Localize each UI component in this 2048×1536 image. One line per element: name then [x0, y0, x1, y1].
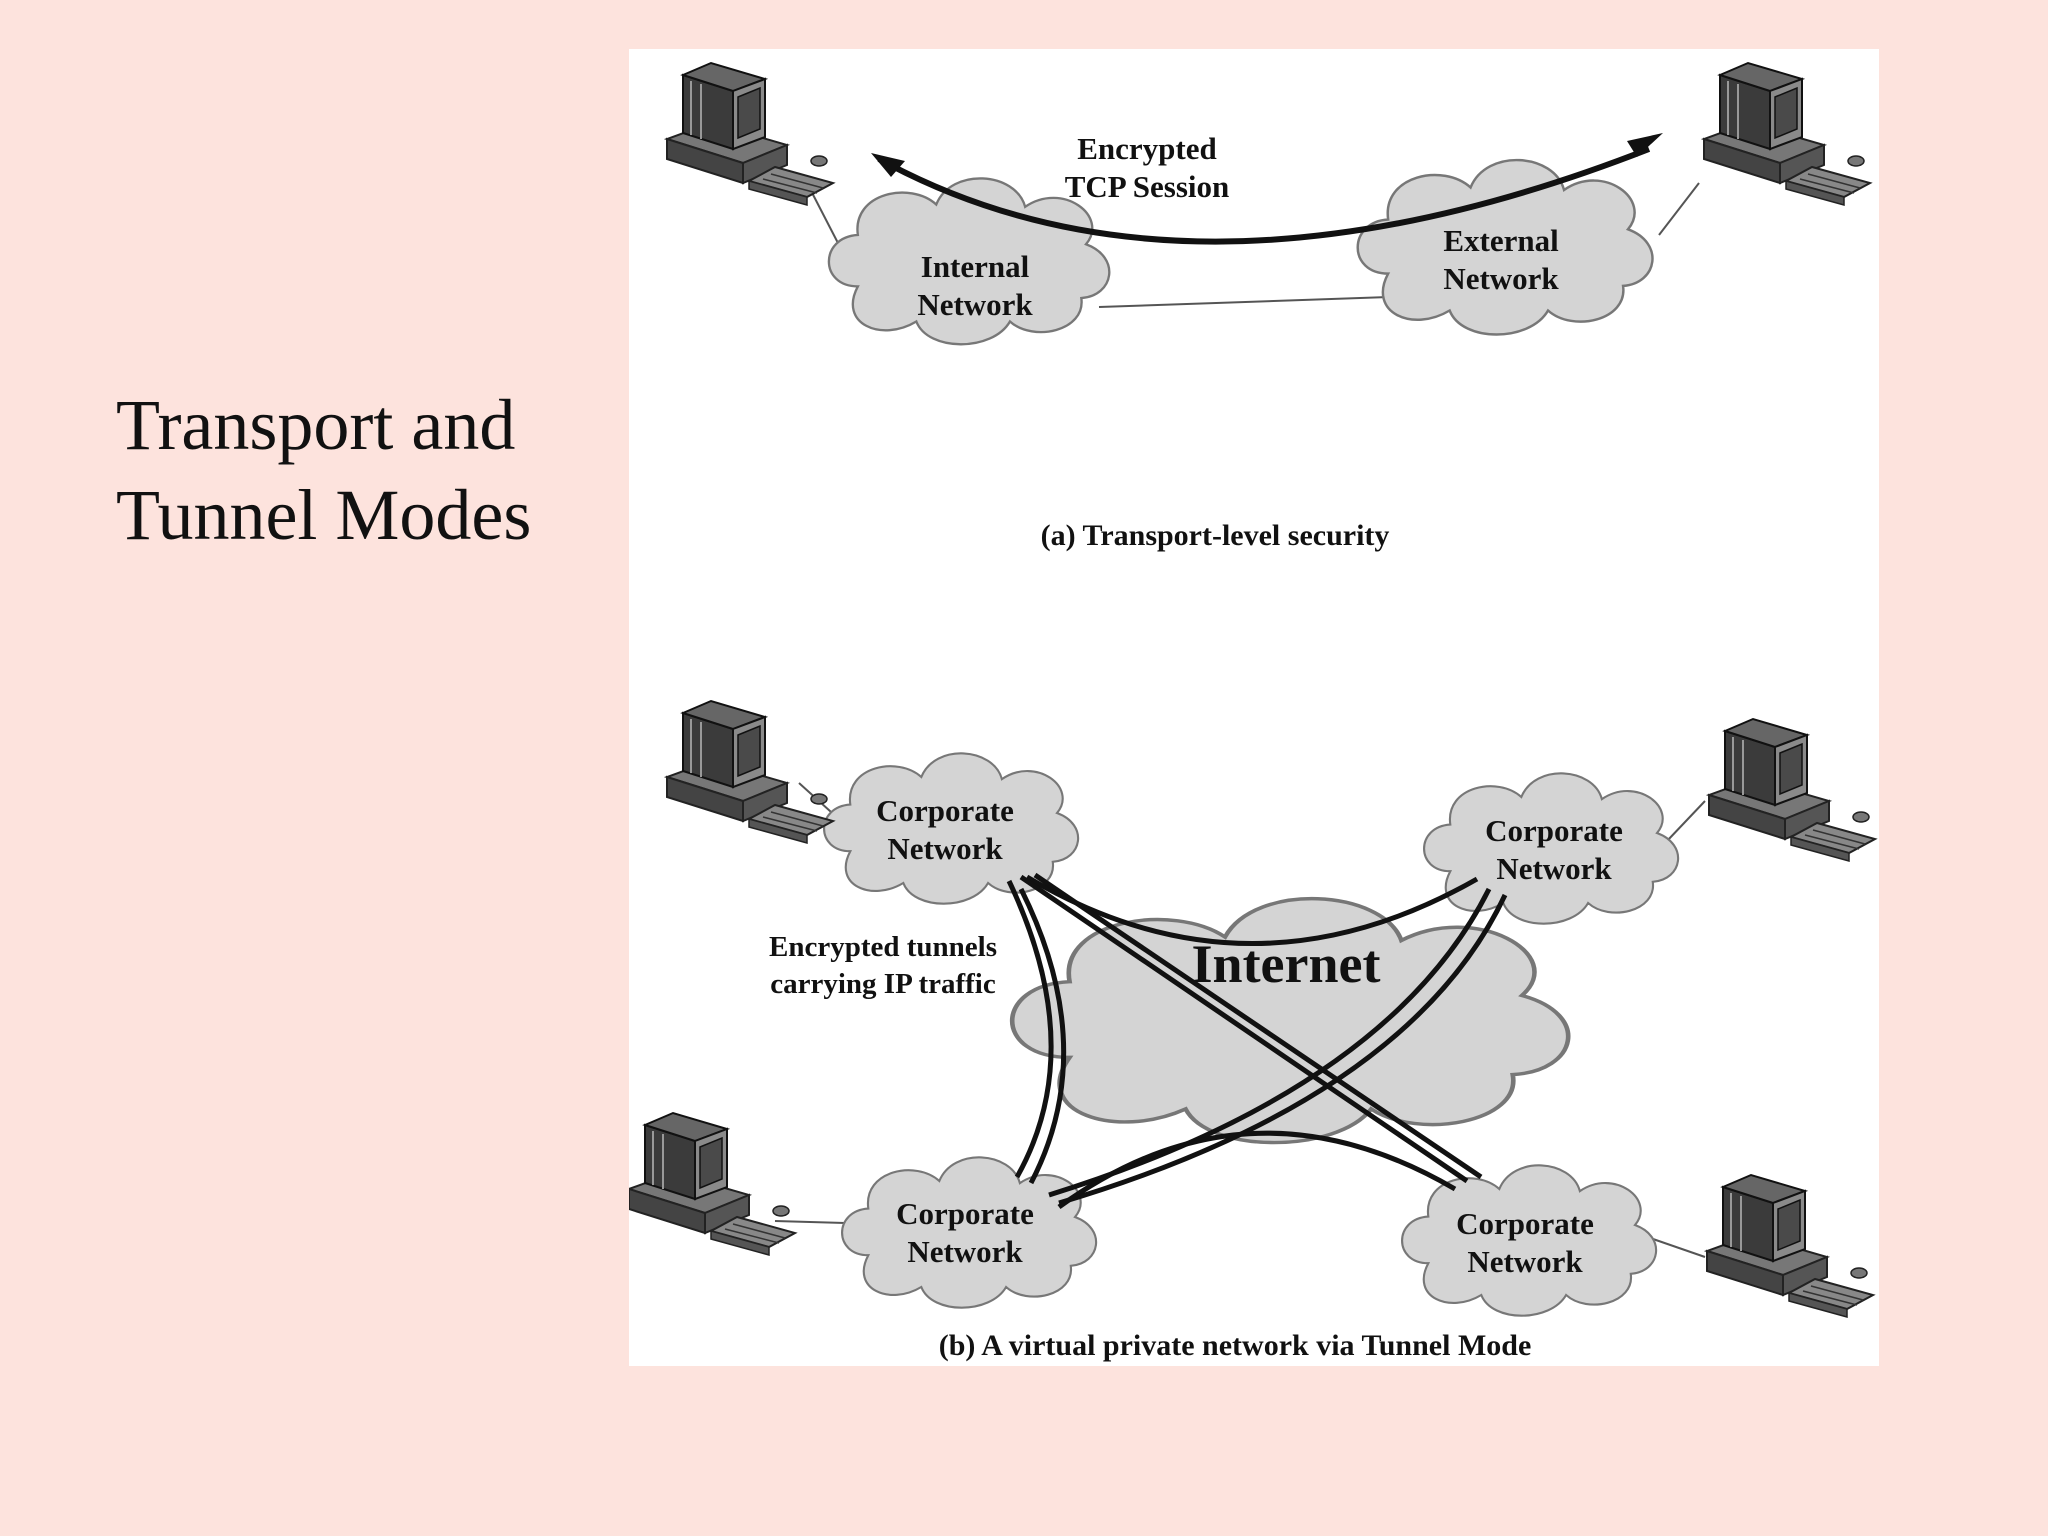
- tunnels-label-line-2: carrying IP traffic: [770, 968, 996, 1000]
- connector-line: [1658, 182, 1700, 236]
- connector-line: [1666, 800, 1706, 842]
- tunnel-panel: Corporate Network Corporate Network Corp…: [629, 700, 1876, 1362]
- internal-cloud-label-line-1: Internal: [921, 249, 1030, 284]
- computer-icon: [629, 1112, 796, 1256]
- transport-caption: (a) Transport-level security: [1041, 519, 1390, 552]
- tunnels-label-line-1: Encrypted tunnels: [769, 931, 997, 963]
- tunnel-caption: (b) A virtual private network via Tunnel…: [939, 1329, 1532, 1362]
- connector-line: [1098, 296, 1390, 308]
- computer-icon: [1703, 62, 1871, 206]
- network-diagram: Encrypted TCP Session Internal Network E…: [629, 62, 1876, 1362]
- slide-title: Transport and Tunnel Modes: [116, 380, 531, 560]
- corporate-network-cloud-top-right: [1423, 772, 1680, 925]
- diagram-panel: Encrypted TCP Session Internal Network E…: [629, 49, 1879, 1366]
- encrypted-session-arc: [877, 146, 1651, 245]
- corporate-label-line-2: Network: [887, 831, 1003, 866]
- corporate-network-cloud-bottom-left: [841, 1156, 1098, 1309]
- computer-icon: [666, 700, 834, 844]
- internet-label: Internet: [1192, 934, 1381, 994]
- computer-icon: [1706, 1174, 1874, 1318]
- corporate-label-line-2: Network: [1496, 851, 1612, 886]
- transport-panel: Encrypted TCP Session Internal Network E…: [666, 62, 1871, 552]
- computer-icon: [666, 62, 834, 206]
- slide-title-line-1: Transport and: [116, 385, 516, 465]
- internal-cloud-label-line-2: Network: [917, 287, 1033, 322]
- connector-line: [1652, 1238, 1706, 1258]
- arrow-label-line-1: Encrypted: [1077, 131, 1217, 166]
- arrowhead-left-icon: [871, 153, 905, 177]
- external-cloud-label-line-2: Network: [1443, 261, 1559, 296]
- corporate-label-line-2: Network: [1467, 1244, 1583, 1279]
- corporate-label-line-1: Corporate: [1485, 813, 1623, 848]
- connector-line: [774, 1220, 846, 1224]
- corporate-label-line-1: Corporate: [1456, 1206, 1594, 1241]
- encrypted-tunnels: [1006, 872, 1508, 1210]
- arrowhead-right-icon: [1627, 133, 1663, 157]
- computer-icon: [1708, 718, 1876, 862]
- external-cloud-label-line-1: External: [1443, 223, 1559, 258]
- corporate-label-line-2: Network: [907, 1234, 1023, 1269]
- corporate-label-line-1: Corporate: [876, 793, 1014, 828]
- arrow-label-line-2: TCP Session: [1065, 169, 1230, 204]
- corporate-label-line-1: Corporate: [896, 1196, 1034, 1231]
- slide-title-line-2: Tunnel Modes: [116, 475, 532, 555]
